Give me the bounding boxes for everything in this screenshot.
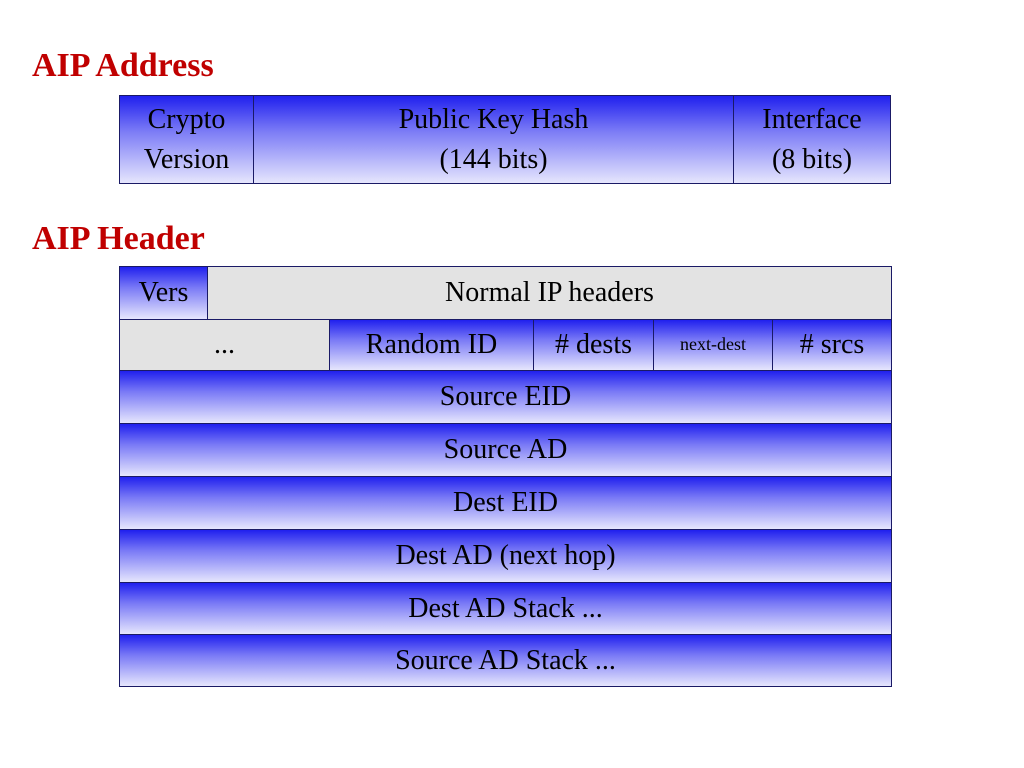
interface-label-line2: (8 bits) [771,143,853,175]
num-dests-field: # dests [533,319,654,371]
random-id-field: Random ID [329,319,534,371]
ellipsis-field: ... [119,319,330,371]
interface-label-line1: Interface [762,104,862,136]
dest-ad-stack-field: Dest AD Stack ... [119,582,892,635]
vers-field: Vers [119,266,208,320]
num-srcs-field: # srcs [772,319,892,371]
source-eid-field: Source EID [119,370,892,424]
aip-address-title: AIP Address [32,47,214,84]
normal-ip-headers-field: Normal IP headers [207,266,892,320]
next-dest-field: next-dest [653,319,773,371]
source-ad-field: Source AD [119,423,892,477]
dest-eid-field: Dest EID [119,476,892,530]
aip-header-title: AIP Header [32,220,205,257]
source-ad-stack-field: Source AD Stack ... [119,634,892,687]
crypto-version-label-line1: Crypto [147,104,226,136]
crypto-version-label-line2: Version [143,143,230,175]
public-key-hash-label-line1: Public Key Hash [398,104,589,136]
crypto-version-field: Crypto Version [119,95,254,184]
interface-field: Interface (8 bits) [733,95,891,184]
public-key-hash-field: Public Key Hash (144 bits) [253,95,734,184]
public-key-hash-label-line2: (144 bits) [439,143,548,175]
dest-ad-next-hop-field: Dest AD (next hop) [119,529,892,583]
